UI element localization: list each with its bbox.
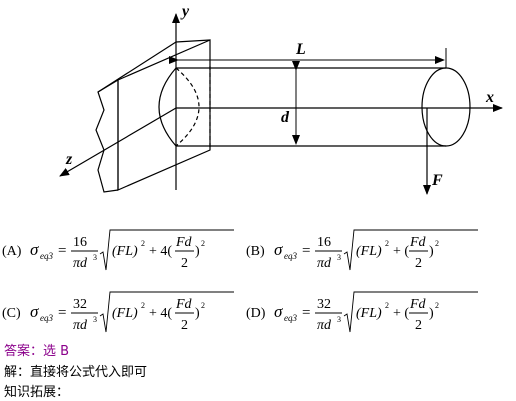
- formula-sq1: 2: [141, 239, 145, 248]
- formula-sq2: 2: [435, 239, 439, 248]
- formula-coef: 16: [73, 235, 87, 250]
- formula-sig: σ: [274, 240, 283, 259]
- fixed-wall: [95, 39, 211, 193]
- formula-densup: 3: [337, 253, 341, 262]
- force-label: F: [431, 172, 443, 189]
- formula-densup: 3: [93, 315, 97, 324]
- formula-eq: =: [58, 243, 66, 259]
- z-axis: [59, 107, 177, 177]
- formula-mid: + (: [393, 244, 409, 259]
- formula-fnum: Fd: [409, 297, 427, 312]
- option-c: (C) σ eq3 = 32 πd 3 (FL) 2 + 4( Fd 2 ) 2: [2, 288, 242, 343]
- formula-fden: 2: [415, 318, 422, 333]
- formula-t1: (FL): [356, 306, 382, 321]
- x-axis-label: x: [485, 89, 494, 106]
- formula-coef: 16: [317, 235, 331, 250]
- formula-sig: σ: [30, 240, 39, 259]
- formula-t1: (FL): [112, 306, 138, 321]
- formula-sub: eq3: [284, 251, 297, 261]
- shaft-figure: y x z L d F: [59, 3, 503, 195]
- formula-sub: eq3: [284, 313, 297, 323]
- formula-sig: σ: [274, 302, 283, 321]
- formula: (C) σ eq3 = 32 πd 3 (FL) 2 + 4( Fd 2 ) 2: [2, 291, 234, 333]
- formula-fden: 2: [415, 256, 422, 271]
- formula-fnum: Fd: [175, 297, 193, 312]
- formula-k: (A): [2, 244, 22, 259]
- formula-den: πd: [317, 318, 332, 333]
- formula-fden: 2: [181, 318, 188, 333]
- extension-line: 知识拓展：: [4, 385, 70, 400]
- option-a: (A) σ eq3 = 16 πd 3 (FL) 2 + 4( Fd 2 ) 2: [2, 226, 242, 281]
- formula: (A) σ eq3 = 16 πd 3 (FL) 2 + 4( Fd 2 ) 2: [2, 229, 234, 271]
- shaft-cylinder: [158, 66, 471, 150]
- formula-sub: eq3: [40, 313, 53, 323]
- formula-k: (B): [246, 244, 265, 259]
- option-b: (B) σ eq3 = 16 πd 3 (FL) 2 + ( Fd 2 ) 2: [246, 226, 486, 281]
- formula-fnum: Fd: [409, 235, 427, 250]
- formula-cl: ): [195, 244, 200, 259]
- formula: (B) σ eq3 = 16 πd 3 (FL) 2 + ( Fd 2 ) 2: [246, 229, 478, 271]
- length-label: L: [295, 41, 306, 58]
- diameter-label: d: [281, 109, 290, 126]
- formula-sq1: 2: [385, 239, 389, 248]
- answer-line: 答案：选 B: [4, 344, 70, 359]
- formula: (D) σ eq3 = 32 πd 3 (FL) 2 + ( Fd 2 ) 2: [246, 291, 478, 333]
- formula-mid: + (: [393, 306, 409, 321]
- formula-fnum: Fd: [175, 235, 193, 250]
- formula-fden: 2: [181, 256, 188, 271]
- formula-cl: ): [195, 306, 200, 321]
- formula-sig: σ: [30, 302, 39, 321]
- formula-cl: ): [429, 306, 434, 321]
- formula-eq: =: [302, 243, 310, 259]
- formula-sq1: 2: [141, 301, 145, 310]
- solution-line: 解：直接将公式代入即可: [4, 365, 148, 380]
- formula-den: πd: [73, 256, 88, 271]
- formula-sq1: 2: [385, 301, 389, 310]
- option-d: (D) σ eq3 = 32 πd 3 (FL) 2 + ( Fd 2 ) 2: [246, 288, 486, 343]
- formula-den: πd: [317, 256, 332, 271]
- formula-sq2: 2: [201, 301, 205, 310]
- y-axis-label: y: [180, 3, 190, 20]
- z-axis-label: z: [65, 151, 73, 168]
- formula-coef: 32: [73, 297, 87, 312]
- formula-eq: =: [302, 305, 310, 321]
- formula-k: (C): [2, 306, 21, 321]
- formula-sq2: 2: [201, 239, 205, 248]
- formula-mid: + 4(: [149, 306, 172, 321]
- formula-coef: 32: [317, 297, 331, 312]
- formula-k: (D): [246, 306, 266, 321]
- formula-den: πd: [73, 318, 88, 333]
- formula-densup: 3: [93, 253, 97, 262]
- formula-cl: ): [429, 244, 434, 259]
- formula-sq2: 2: [435, 301, 439, 310]
- formula-t1: (FL): [112, 244, 138, 259]
- formula-t1: (FL): [356, 244, 382, 259]
- formula-densup: 3: [337, 315, 341, 324]
- formula-eq: =: [58, 305, 66, 321]
- formula-mid: + 4(: [149, 244, 172, 259]
- formula-sub: eq3: [40, 251, 53, 261]
